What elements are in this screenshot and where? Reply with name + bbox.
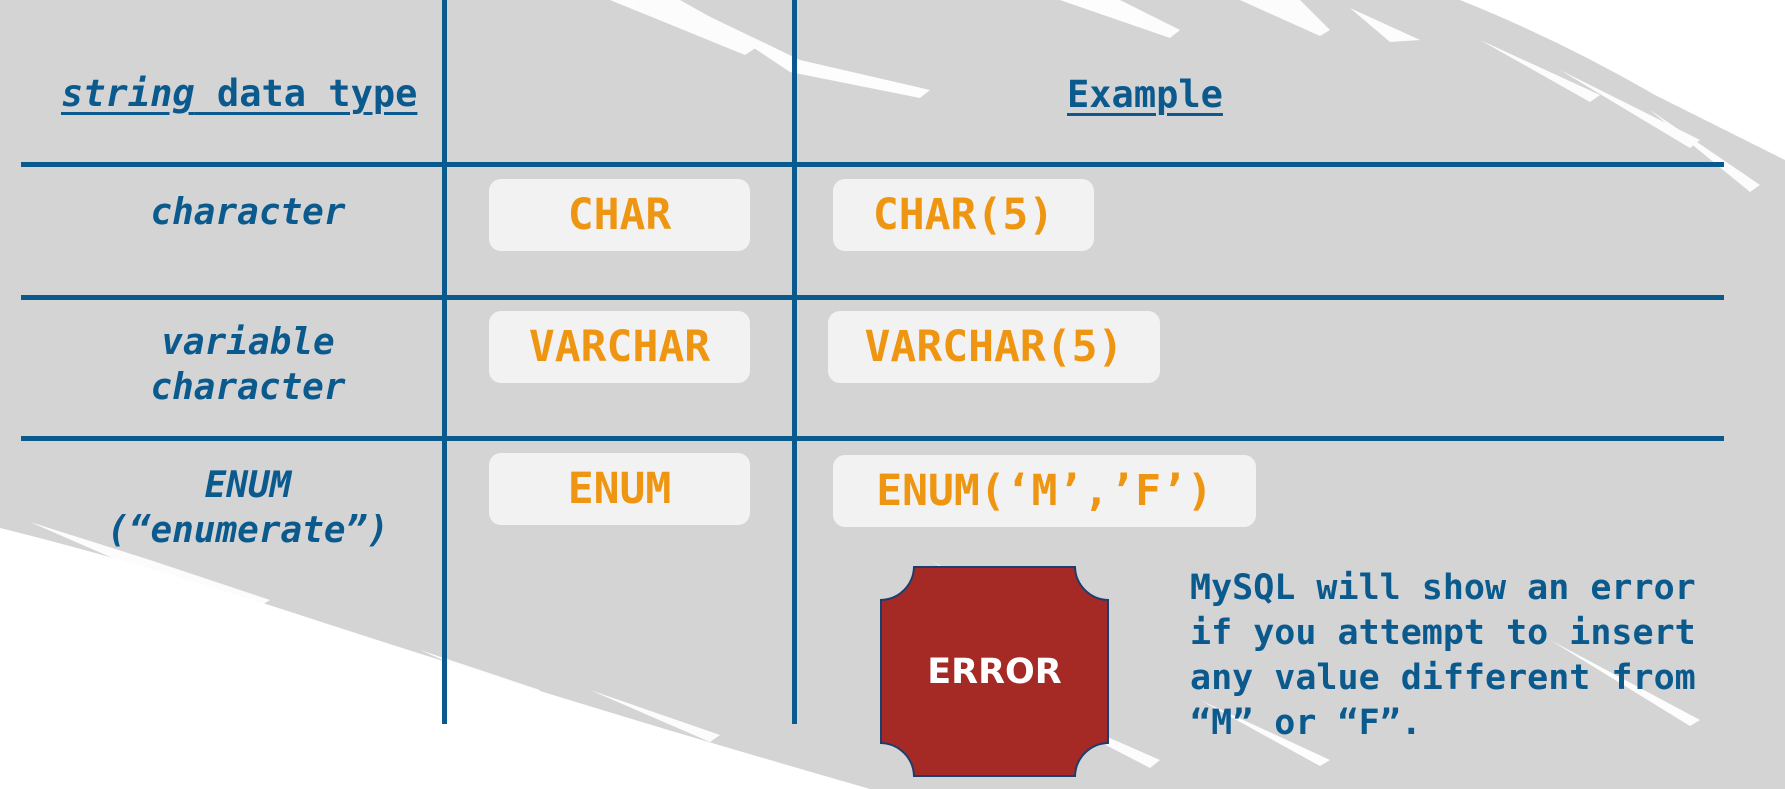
example-pill-enum: ENUM(‘M’,’F’)	[833, 455, 1256, 527]
header-string-data-type: string data type	[61, 72, 417, 115]
table-row-divider-2	[21, 436, 1724, 441]
header-example: Example	[1067, 73, 1223, 116]
row-label-line: variable	[161, 322, 335, 363]
header-string-word: string	[61, 72, 195, 115]
example-pill-varchar: VARCHAR(5)	[828, 311, 1160, 383]
error-stop-badge-icon	[880, 566, 1109, 777]
example-pill-char: CHAR(5)	[833, 179, 1094, 251]
error-badge-label: ERROR	[927, 651, 1062, 692]
table-column-divider-2	[792, 0, 797, 724]
note-line: “M” or “F”.	[1190, 703, 1422, 743]
row-label-character: character	[48, 190, 448, 235]
type-pill-char: CHAR	[489, 179, 750, 251]
table-column-divider-1	[442, 0, 447, 724]
note-line: any value different from	[1190, 658, 1696, 698]
table-row-divider-1	[21, 295, 1724, 300]
row-label-variable-character: variable character	[48, 320, 448, 410]
row-label-enum: ENUM (“enumerate”)	[48, 463, 448, 553]
note-line: MySQL will show an error	[1190, 568, 1696, 608]
type-pill-varchar: VARCHAR	[489, 311, 750, 383]
table-header-divider	[21, 162, 1724, 167]
row-label-line: character	[150, 367, 346, 408]
note-line: if you attempt to insert	[1190, 613, 1696, 653]
type-pill-enum: ENUM	[489, 453, 750, 525]
row-label-line: ENUM	[204, 465, 292, 506]
row-label-line: character	[150, 192, 346, 233]
header-data-type-words: data type	[194, 72, 418, 115]
error-explanation-note: MySQL will show an error if you attempt …	[1190, 566, 1750, 746]
row-label-line: (“enumerate”)	[107, 510, 389, 551]
